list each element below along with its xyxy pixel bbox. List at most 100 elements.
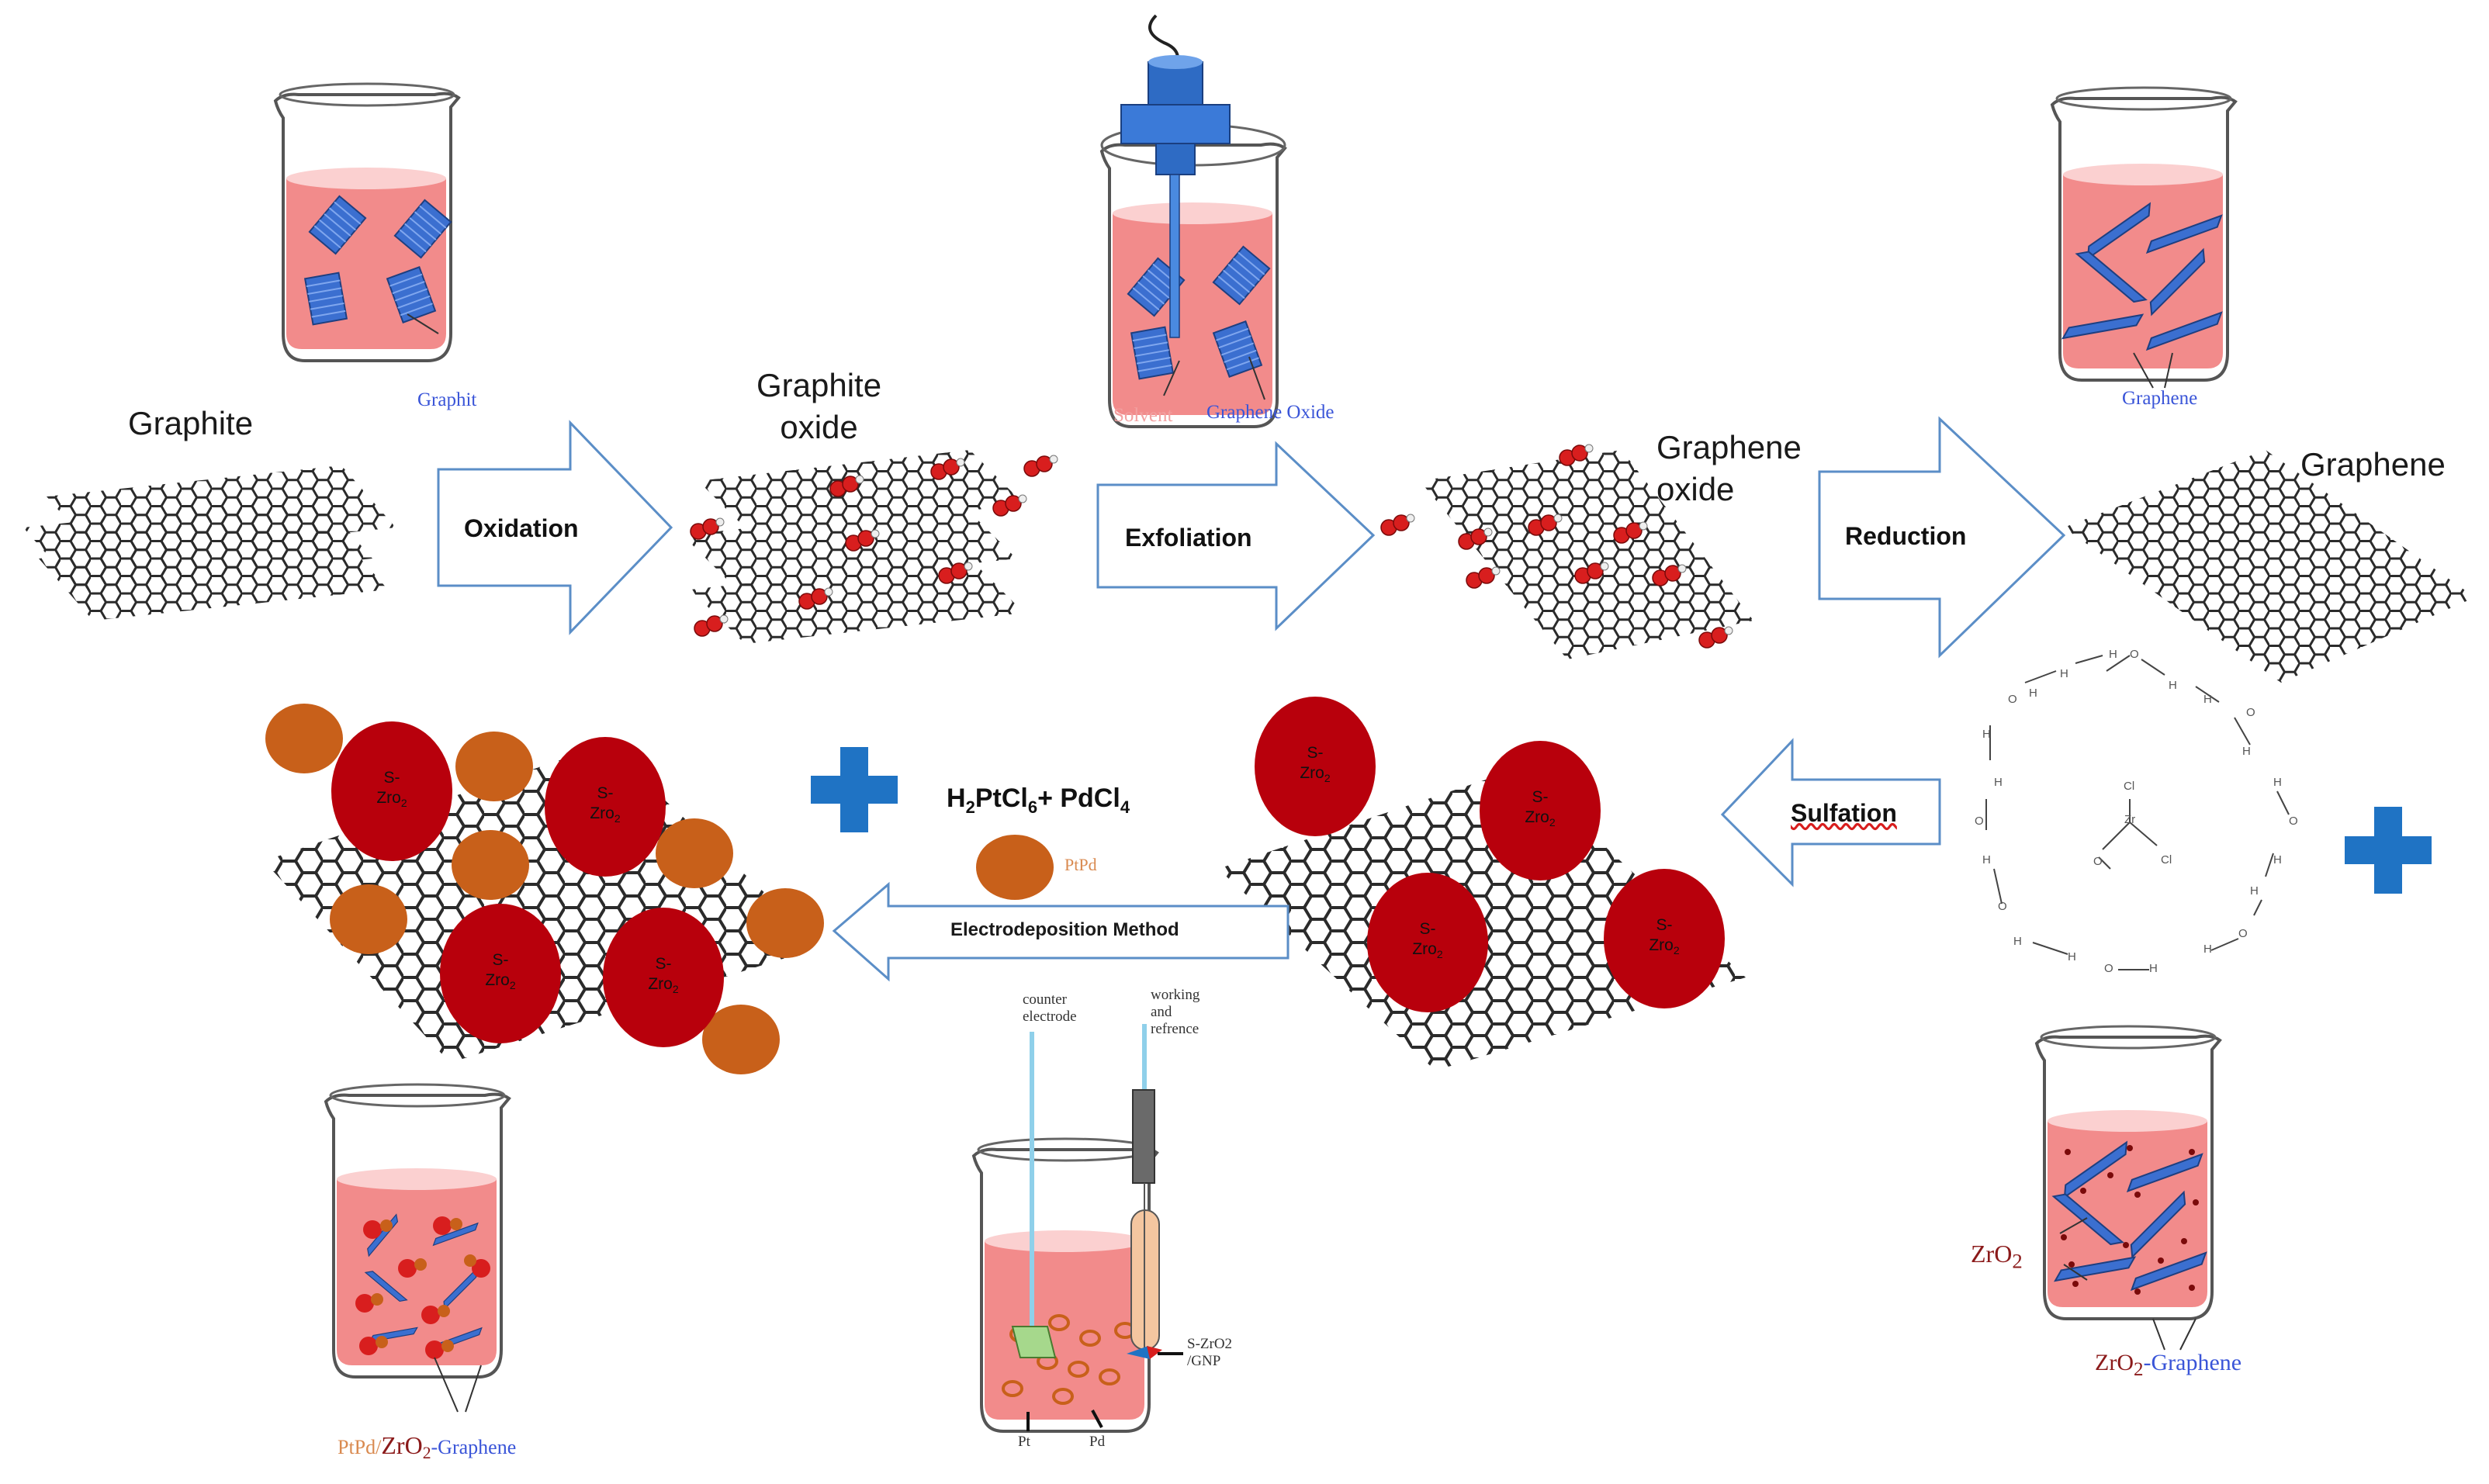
working-electrode-label: working and refrence xyxy=(1151,987,1200,1037)
exfoliation-arrow xyxy=(1096,441,1376,631)
atom-h: H xyxy=(2273,776,2282,789)
atom-h: H xyxy=(1982,853,1991,867)
particle-line1: S- xyxy=(1532,788,1549,806)
solvent-beaker-label: Solvent xyxy=(1113,405,1173,426)
ptpd-particle xyxy=(746,888,824,958)
atom-o: O xyxy=(2238,927,2248,940)
zirconium-complex-molecule xyxy=(1985,655,2290,970)
graphene-beaker-label: Graphene xyxy=(2122,388,2198,409)
ptpd-suffix: -Graphene xyxy=(431,1436,517,1458)
szro2-gnp-label: S-ZrO2 /GNP xyxy=(1187,1336,1233,1369)
beaker-ptpd-zro2-graphene xyxy=(324,1083,511,1378)
ptpd-zro: ZrO xyxy=(381,1431,423,1459)
reagent-sub2: 2 xyxy=(965,797,975,817)
ptpd-particle xyxy=(656,818,733,888)
atom-h: H xyxy=(1982,728,1991,741)
particle-line1: S- xyxy=(492,951,509,969)
atom-cl: Cl xyxy=(2161,853,2172,867)
reagent-formula: H2PtCl6+ PdCl4 xyxy=(947,784,1130,818)
beaker-sonication xyxy=(1099,123,1287,428)
particle-sub: 2 xyxy=(400,797,407,810)
ptpd-particle xyxy=(702,1005,780,1074)
particle-line1: S- xyxy=(597,784,614,802)
atom-h: H xyxy=(2060,667,2068,680)
reduction-step-label: Reduction xyxy=(1845,522,1967,550)
atom-h: H xyxy=(2203,943,2212,956)
zro2-beaker-label: ZrO2 xyxy=(1971,1240,2023,1273)
exfoliation-step-label: Exfoliation xyxy=(1125,524,1252,552)
ptpd-zro2-graphene-beaker-label: PtPd/ZrO2-Graphene xyxy=(338,1431,516,1463)
atom-h: H xyxy=(2250,884,2259,898)
plus-sign-left xyxy=(811,747,898,832)
sonicator-probe xyxy=(1120,14,1231,338)
particle-line1: S- xyxy=(383,769,400,787)
atom-o: O xyxy=(2130,648,2139,661)
graphene-oxide-label: Graphene oxide xyxy=(1656,429,1802,507)
atom-h: H xyxy=(2013,935,2022,948)
graphene-oxide-lattice xyxy=(1380,444,1753,659)
particle-line2: Zro xyxy=(648,975,673,993)
particle-line2: Zro xyxy=(590,804,614,822)
reagent-sub6: 6 xyxy=(1027,797,1038,817)
ptpd-particle xyxy=(455,732,533,801)
atom-h: H xyxy=(2149,962,2158,975)
atom-h: H xyxy=(2242,745,2251,758)
reagent-h: H xyxy=(947,784,966,813)
pt-pd-leaders xyxy=(1026,1410,1103,1431)
graphit-beaker-label: Graphit xyxy=(417,389,477,410)
atom-o: O xyxy=(1998,900,2007,913)
atom-o: O xyxy=(2104,962,2113,975)
counter-electrode-label: counter electrode xyxy=(1023,991,1077,1025)
szro2-particle-label: S-Zro2 xyxy=(1505,787,1575,832)
particle-line1: S- xyxy=(655,955,672,973)
zro2-subscript: 2 xyxy=(2012,1249,2023,1273)
particle-line2: Zro xyxy=(1412,940,1437,958)
particle-sub: 2 xyxy=(614,812,621,825)
szro2-particle xyxy=(1255,697,1376,836)
atom-h: H xyxy=(2068,950,2076,963)
szro2-particle xyxy=(331,721,452,861)
sulfation-arrow xyxy=(1720,738,1941,887)
graphene-label: Graphene xyxy=(2300,446,2446,483)
particle-line2: Zro xyxy=(1649,936,1674,954)
particle-line2: Zro xyxy=(485,971,510,989)
atom-o: O xyxy=(1975,815,1984,828)
atom-zr: Zr xyxy=(2124,813,2136,826)
beaker-graphene xyxy=(2050,86,2238,382)
atom-o: O xyxy=(2289,815,2298,828)
particle-sub: 2 xyxy=(1436,948,1443,961)
szro2-particle-label: S-Zro2 xyxy=(1629,915,1699,960)
szro2-particle-label: S- Zro2 xyxy=(570,784,640,828)
zro2-graphene-suffix: -Graphene xyxy=(2143,1350,2242,1375)
particle-sub: 2 xyxy=(1324,772,1331,785)
graphite-stack-lattice xyxy=(23,465,396,621)
reduction-arrow xyxy=(1818,416,2066,659)
ptpd-sub: 2 xyxy=(422,1444,431,1463)
zro2-text: ZrO xyxy=(1971,1240,2013,1268)
pt-label: Pt xyxy=(1018,1434,1030,1450)
particle-line2: Zro xyxy=(1525,808,1549,826)
szro2-particle-label: S- Zro2 xyxy=(357,768,427,813)
zro2-graphene-beaker-label: ZrO2-Graphene xyxy=(2095,1350,2241,1381)
ptpd-reagent-ball xyxy=(976,835,1054,900)
atom-h: H xyxy=(2273,853,2282,867)
particle-line1: S- xyxy=(1656,916,1673,934)
sulfation-step-label: Sulfation xyxy=(1791,799,1897,827)
oxidation-arrow xyxy=(437,420,673,635)
szro2-particle-label: S-Zro2 xyxy=(1280,743,1350,788)
graphene-oxide-beaker-label: Graphene Oxide xyxy=(1206,402,1335,423)
electrochemical-cell xyxy=(971,1137,1159,1433)
graphene-lattice xyxy=(2064,450,2475,683)
electrodeposition-arrow xyxy=(832,881,1290,982)
particle-sub: 2 xyxy=(509,979,516,992)
szro2-particle-label: S- Zro2 xyxy=(1393,919,1463,964)
particle-line1: S- xyxy=(1419,920,1436,938)
particle-line2: Zro xyxy=(376,789,401,807)
atom-h: H xyxy=(2109,648,2117,661)
atom-h: H xyxy=(2169,679,2177,692)
atom-o: O xyxy=(2008,693,2017,706)
particle-sub: 2 xyxy=(672,983,679,996)
pd-label: Pd xyxy=(1089,1434,1106,1450)
beaker-zro2-graphene xyxy=(2034,1025,2222,1320)
